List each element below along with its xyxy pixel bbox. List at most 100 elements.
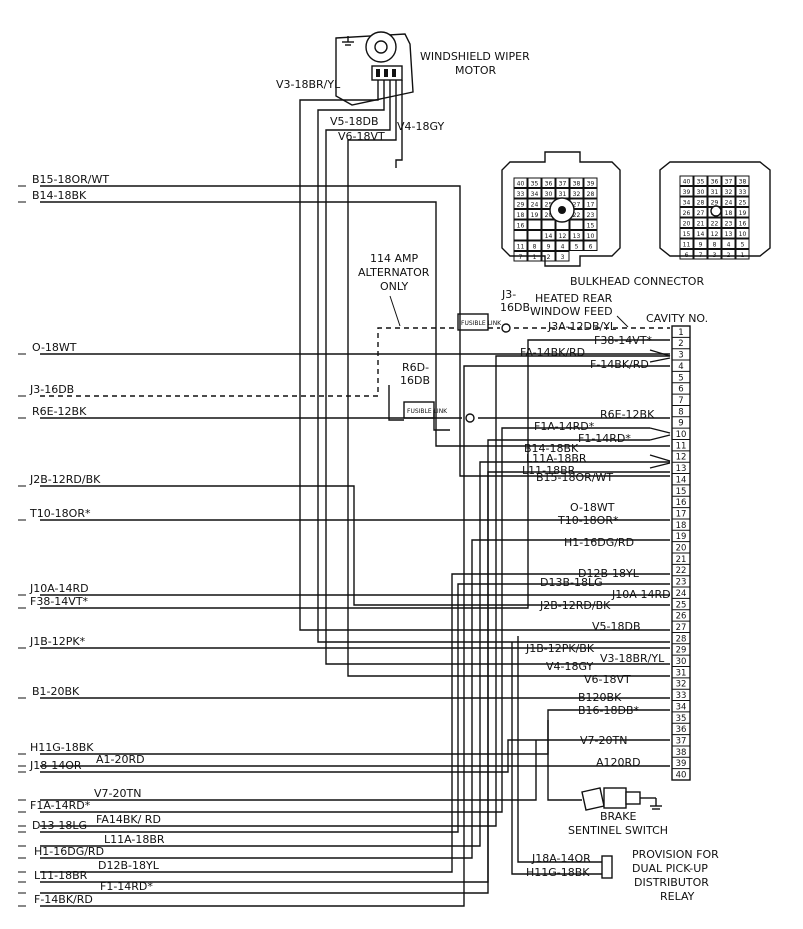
- connector-pin: [721, 186, 736, 197]
- connector-pin-number: 23: [587, 212, 595, 219]
- right-label-f1a: F1A-14RD*: [534, 420, 595, 433]
- cavity-number: 15: [676, 487, 687, 497]
- cavity-number: 13: [676, 464, 687, 474]
- connector-pin-number: 20: [683, 221, 691, 228]
- left-label-f1: F1-14RD*: [100, 880, 153, 893]
- connector-pin: [721, 249, 736, 260]
- cavity-number: 28: [676, 634, 687, 644]
- connector-pin-number: 38: [573, 181, 581, 188]
- connector-pin: [693, 196, 708, 207]
- motor-wire-v5: V5-18DB: [330, 115, 379, 128]
- alternator-line2: ALTERNATOR: [358, 266, 430, 279]
- bulkhead-connector-1: 4035363738393334303132282924252627171819…: [501, 151, 621, 267]
- connector-pin-number: 13: [725, 231, 733, 238]
- alternator-line1: 114 AMP: [370, 252, 419, 265]
- j3-label-line2: 16DB: [500, 301, 530, 314]
- connector-pin-number: 8: [533, 244, 537, 251]
- cavity-number: 7: [678, 396, 683, 406]
- left-label-b14: B14-18BK: [32, 189, 87, 202]
- cavity-number: 20: [676, 544, 687, 554]
- bulkhead-connector-label: BULKHEAD CONNECTOR: [570, 275, 704, 288]
- right-label-v7: V7-20TN: [580, 734, 627, 747]
- left-label-j2b: J2B-12RD/BK: [29, 473, 101, 486]
- bulkhead-connector-2: 4035363738393031323334282924252627171819…: [659, 161, 771, 260]
- fusible-link-r6d-label: FUSIBLE LINK: [407, 408, 448, 415]
- connector-pin-number: 14: [545, 233, 553, 240]
- connector-pin-number: 39: [683, 189, 691, 196]
- connector-pin-number: 25: [739, 200, 747, 207]
- connector-pin: [541, 251, 556, 262]
- connector-pin: [707, 249, 722, 260]
- relay-provision-connector: [601, 855, 613, 879]
- cavity-number: 36: [676, 725, 687, 735]
- left-label-a1: A1-20RD: [96, 753, 145, 766]
- connector-pin-number: 31: [559, 191, 567, 198]
- connector-pin-number: 15: [587, 223, 595, 230]
- connector-pin-number: 32: [725, 189, 733, 196]
- left-label-j18: J18-14OR: [29, 759, 82, 772]
- connector-pin: [513, 230, 528, 241]
- right-label-b120: B120BK: [578, 691, 622, 704]
- motor-title-line2: MOTOR: [455, 64, 497, 77]
- cavity-number: 27: [676, 623, 687, 633]
- connector-pin: [527, 230, 542, 241]
- wire-routing: [40, 80, 671, 907]
- left-label-t10: T10-18OR*: [29, 507, 91, 520]
- connector-pin: [527, 209, 542, 220]
- connector-pin-number: 2: [727, 252, 731, 259]
- left-label-j10a: J10A-14RD: [29, 582, 89, 595]
- r6d-label-line1: R6D-: [402, 361, 429, 374]
- cavity-number: 8: [678, 407, 683, 417]
- right-label-b15: B15-18OR/WT: [536, 471, 613, 484]
- connector-pin: [679, 228, 694, 239]
- connector-pin-number: 39: [587, 181, 595, 188]
- brake-sentinel-switch: [581, 787, 662, 811]
- alternator-line3: ONLY: [380, 280, 409, 293]
- connector-pin-number: 8: [713, 242, 717, 249]
- connector-pin: [541, 240, 556, 251]
- connector-pin: [583, 198, 598, 209]
- cavity-number: 26: [676, 612, 687, 622]
- connector-pin: [527, 188, 542, 199]
- right-label-f38: F38-14VT*: [594, 334, 653, 347]
- relay-provision-line3: DISTRIBUTOR: [634, 876, 709, 889]
- connector-pin-number: 36: [711, 179, 719, 186]
- connector-pin: [693, 175, 708, 186]
- connector-pin-number: 11: [517, 244, 525, 251]
- cavity-number: 4: [678, 362, 683, 372]
- connector-pin: [541, 219, 556, 230]
- fusible-link-j3-label: FUSIBLE LINK: [461, 320, 502, 327]
- connector-pin: [527, 219, 542, 230]
- motor-wire-v6: V6-18VT: [338, 130, 385, 143]
- connector-pin-number: 21: [697, 221, 705, 228]
- connector-pin-number: 15: [683, 231, 691, 238]
- left-label-d12b: D12B-18YL: [98, 859, 160, 872]
- right-label-j10a: J10A-14RD: [611, 588, 671, 601]
- cavity-number: 33: [676, 691, 687, 701]
- connector-pin-number: 28: [587, 191, 595, 198]
- connector-pin-number: 27: [697, 210, 705, 217]
- connector-pin: [583, 240, 598, 251]
- heated-window-pointer: [616, 315, 629, 328]
- connector-pin: [679, 196, 694, 207]
- connector-pin: [583, 219, 598, 230]
- right-label-j2b: J2B-12RD/BK: [539, 599, 611, 612]
- connector-pin: [735, 207, 750, 218]
- right-label-v3: V3-18BR/YL: [600, 652, 665, 665]
- left-label-l11: L11-18BR: [34, 869, 88, 882]
- connector-pin-number: 22: [573, 212, 581, 219]
- connector-pin-number: 18: [517, 212, 525, 219]
- cavity-number: 17: [676, 509, 687, 519]
- right-label-l11a: L11A-18BR: [526, 452, 587, 465]
- cavity-number: 1: [678, 328, 683, 338]
- relay-provision-line2: DUAL PICK-UP: [632, 862, 708, 875]
- connector-pin-number: 32: [573, 191, 581, 198]
- connector-pin: [513, 188, 528, 199]
- connector-pin: [707, 228, 722, 239]
- connector-pin-number: 5: [575, 244, 579, 251]
- connector-pin-number: 22: [711, 221, 719, 228]
- brake-switch-line1: BRAKE: [600, 810, 636, 823]
- left-label-f1a: F1A-14RD*: [30, 799, 91, 812]
- connector-pin: [513, 198, 528, 209]
- connector-pin: [707, 175, 722, 186]
